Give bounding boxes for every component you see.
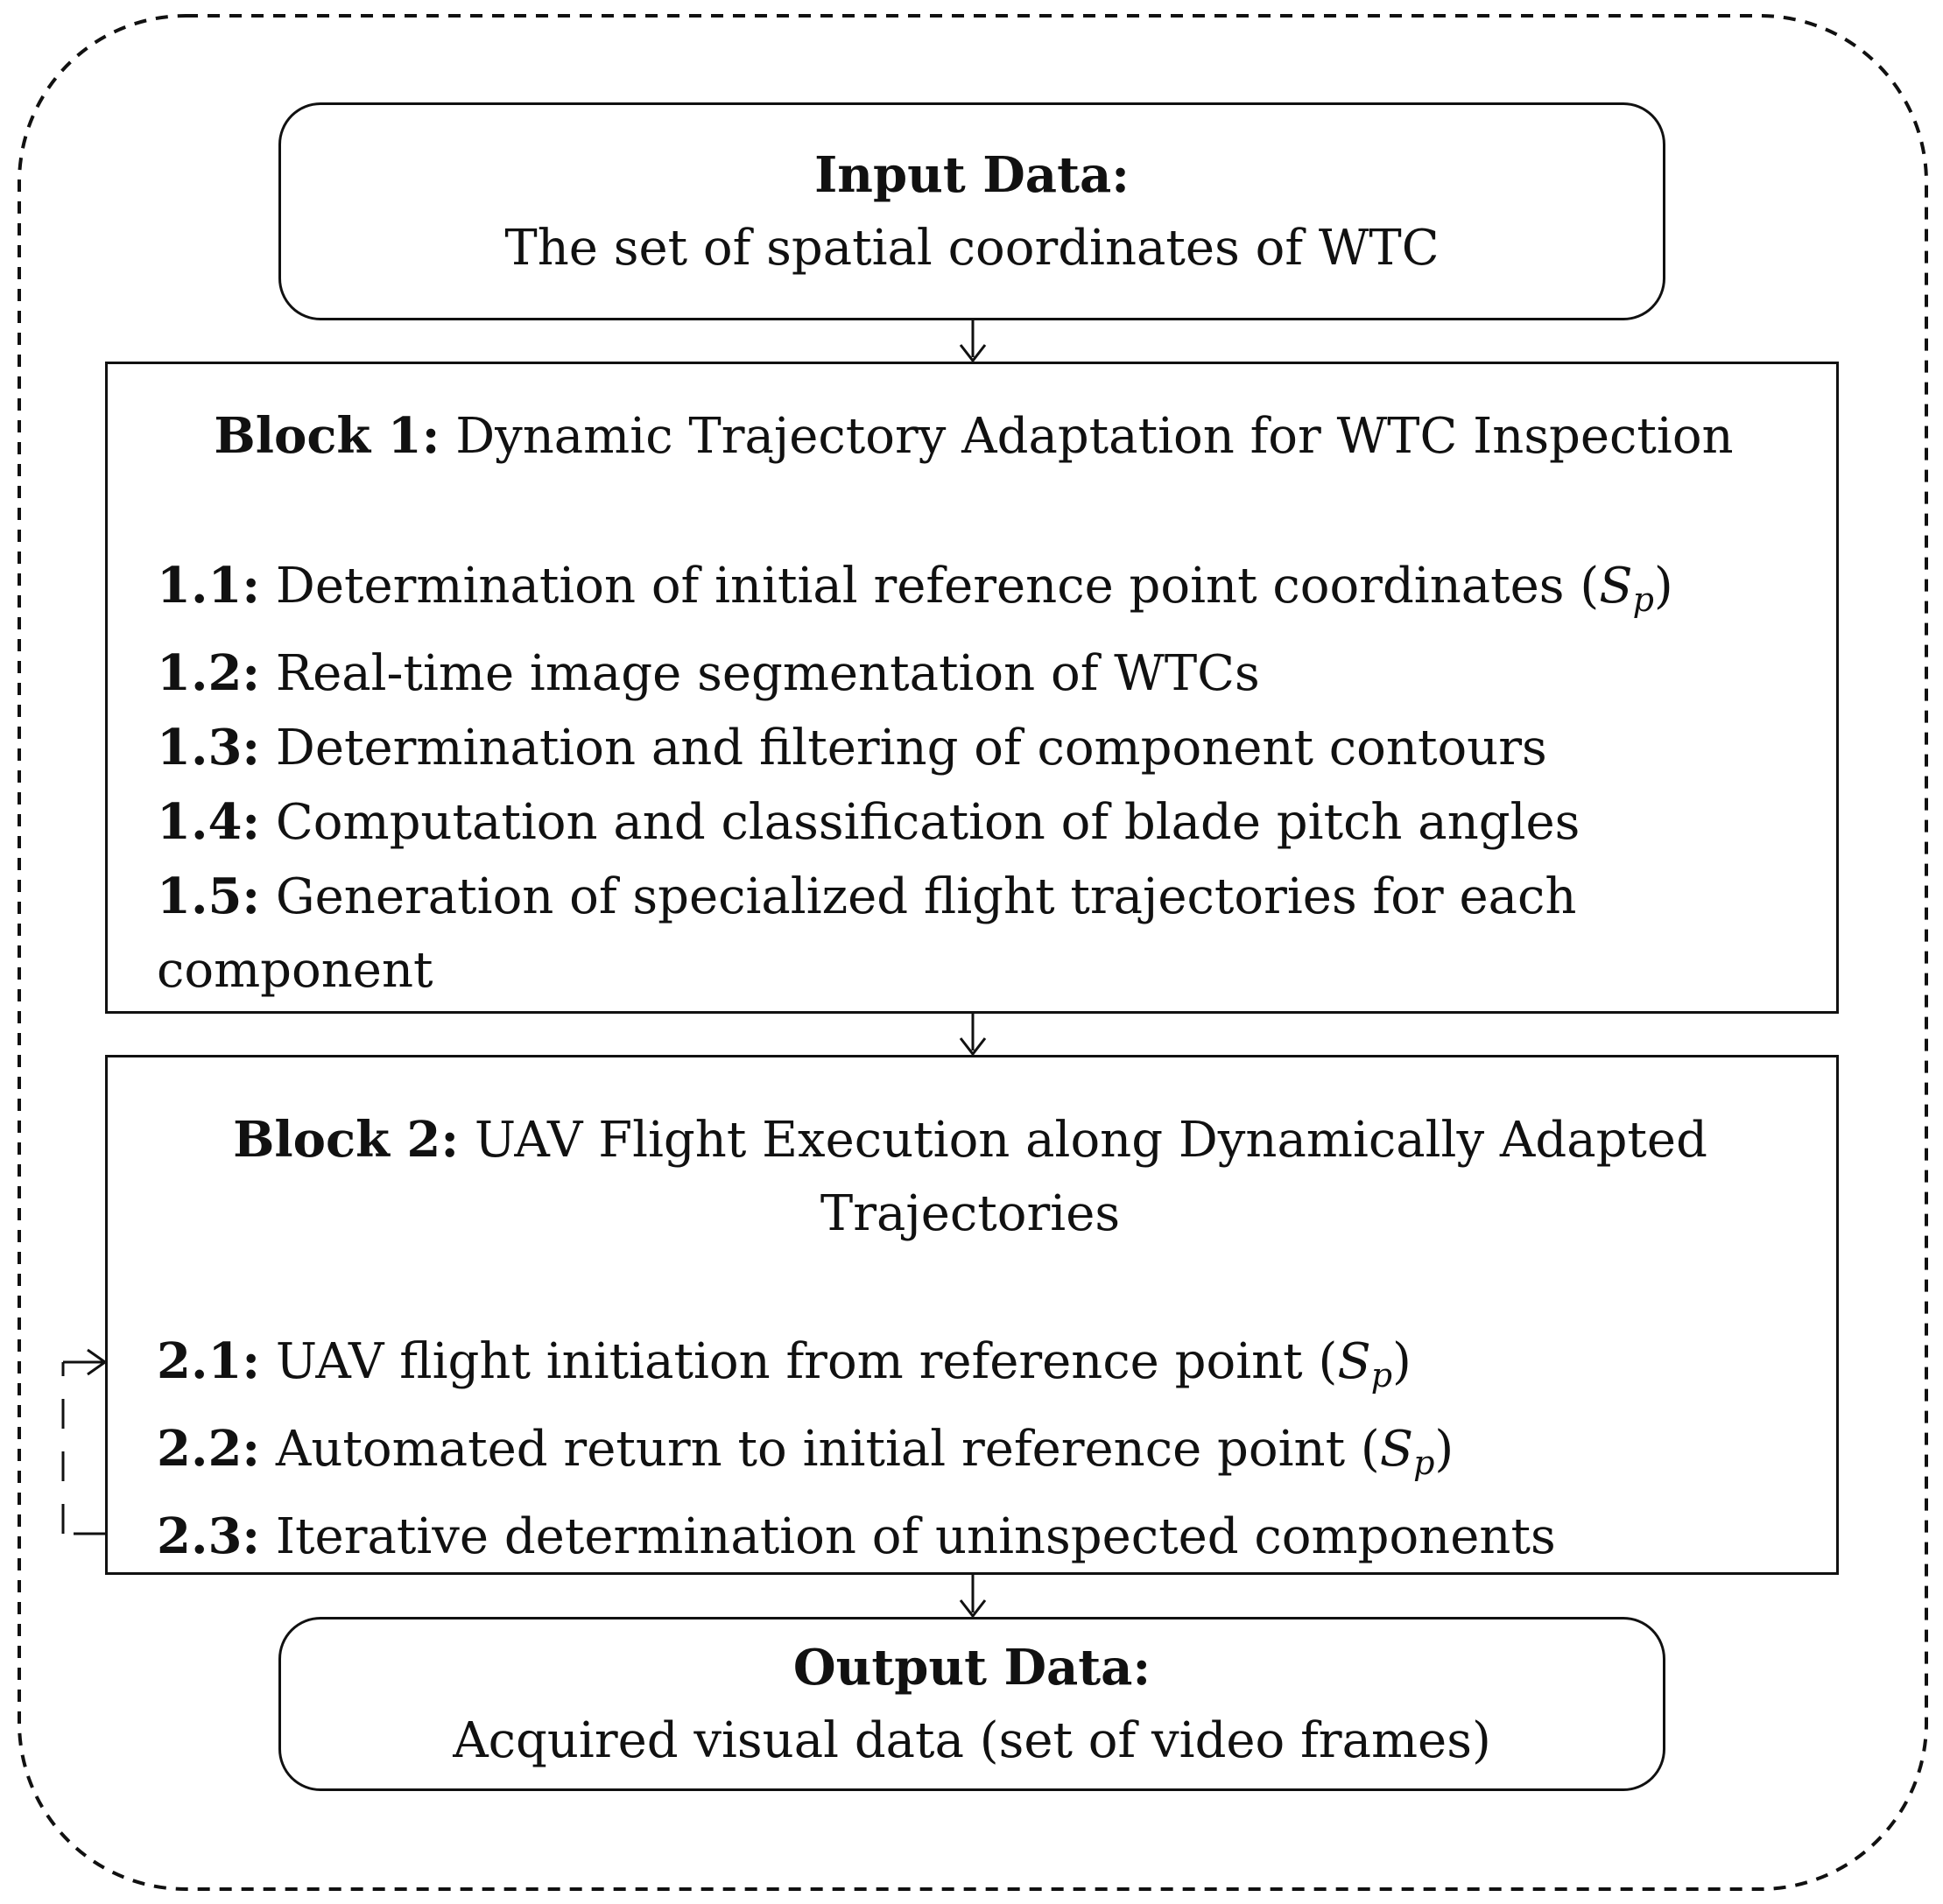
step-text: UAV flight initiation from reference poi… bbox=[275, 1333, 1338, 1390]
step-number: 1.2: bbox=[157, 644, 261, 702]
input-data-text: The set of spatial coordinates of WTC bbox=[504, 219, 1440, 277]
block2-title-line: Block 2: UAV Flight Execution along Dyna… bbox=[157, 1103, 1757, 1251]
step-text: Determination of initial reference point… bbox=[275, 558, 1600, 615]
block2-step-2-1: 2.1: UAV flight initiation from referenc… bbox=[157, 1324, 1757, 1412]
block1-title: Dynamic Trajectory Adaptation for WTC In… bbox=[455, 408, 1734, 465]
block2-title: UAV Flight Execution along Dynamically A… bbox=[474, 1112, 1707, 1242]
block1-step-1-1: 1.1: Determination of initial reference … bbox=[157, 549, 1791, 636]
step-text-tail: ) bbox=[1653, 558, 1673, 615]
arrowhead-input-to-block1 bbox=[959, 344, 987, 363]
step-text-tail: ) bbox=[1392, 1333, 1411, 1390]
block1-steps: 1.1: Determination of initial reference … bbox=[157, 549, 1791, 1008]
step-text: Generation of specialized flight traject… bbox=[157, 868, 1577, 999]
output-data-text: Acquired visual data (set of video frame… bbox=[453, 1711, 1491, 1769]
input-data-box: Input Data: The set of spatial coordinat… bbox=[278, 102, 1665, 320]
block2-label: Block 2: bbox=[233, 1111, 460, 1169]
block1-step-1-2: 1.2: Real-time image segmentation of WTC… bbox=[157, 636, 1791, 711]
symbol-S: S bbox=[1599, 558, 1633, 615]
step-number: 1.5: bbox=[157, 868, 261, 925]
output-data-heading: Output Data: bbox=[792, 1638, 1151, 1697]
input-data-heading: Input Data: bbox=[814, 145, 1130, 204]
block1-label: Block 1: bbox=[214, 407, 440, 465]
symbol-subscript-p: p bbox=[1632, 580, 1654, 619]
block1-step-1-3: 1.3: Determination and filtering of comp… bbox=[157, 711, 1791, 785]
arrowhead-block2-to-output bbox=[959, 1599, 987, 1619]
step-text: Real-time image segmentation of WTCs bbox=[275, 645, 1260, 702]
block2-box: Block 2: UAV Flight Execution along Dyna… bbox=[105, 1055, 1839, 1575]
symbol-S: S bbox=[1379, 1421, 1414, 1478]
block2-step-2-3: 2.3: Iterative determination of uninspec… bbox=[157, 1500, 1757, 1574]
step-text: Computation and classification of blade … bbox=[275, 794, 1580, 851]
step-number: 2.1: bbox=[157, 1332, 261, 1390]
step-number: 2.2: bbox=[157, 1420, 261, 1478]
step-text-tail: ) bbox=[1434, 1421, 1454, 1478]
step-number: 1.1: bbox=[157, 557, 261, 615]
step-number: 1.3: bbox=[157, 719, 261, 776]
block1-step-1-4: 1.4: Computation and classification of b… bbox=[157, 785, 1791, 860]
block1-step-1-5: 1.5: Generation of specialized flight tr… bbox=[157, 860, 1791, 1008]
symbol-S: S bbox=[1337, 1333, 1371, 1390]
step-text: Automated return to initial reference po… bbox=[275, 1421, 1380, 1478]
block1-box: Block 1: Dynamic Trajectory Adaptation f… bbox=[105, 362, 1839, 1014]
step-text: Determination and filtering of component… bbox=[275, 720, 1547, 776]
symbol-subscript-p: p bbox=[1370, 1356, 1393, 1395]
block2-steps: 2.1: UAV flight initiation from referenc… bbox=[157, 1324, 1757, 1574]
block2-step-2-2: 2.2: Automated return to initial referen… bbox=[157, 1412, 1757, 1500]
step-number: 2.3: bbox=[157, 1507, 261, 1565]
arrowhead-block1-to-block2 bbox=[959, 1037, 987, 1057]
block1-title-line: Block 1: Dynamic Trajectory Adaptation f… bbox=[157, 399, 1791, 474]
step-number: 1.4: bbox=[157, 793, 261, 851]
symbol-subscript-p: p bbox=[1413, 1444, 1435, 1482]
feedback-loop-arrow bbox=[61, 1348, 108, 1535]
output-data-box: Output Data: Acquired visual data (set o… bbox=[278, 1617, 1665, 1791]
step-text: Iterative determination of uninspected c… bbox=[275, 1508, 1556, 1565]
